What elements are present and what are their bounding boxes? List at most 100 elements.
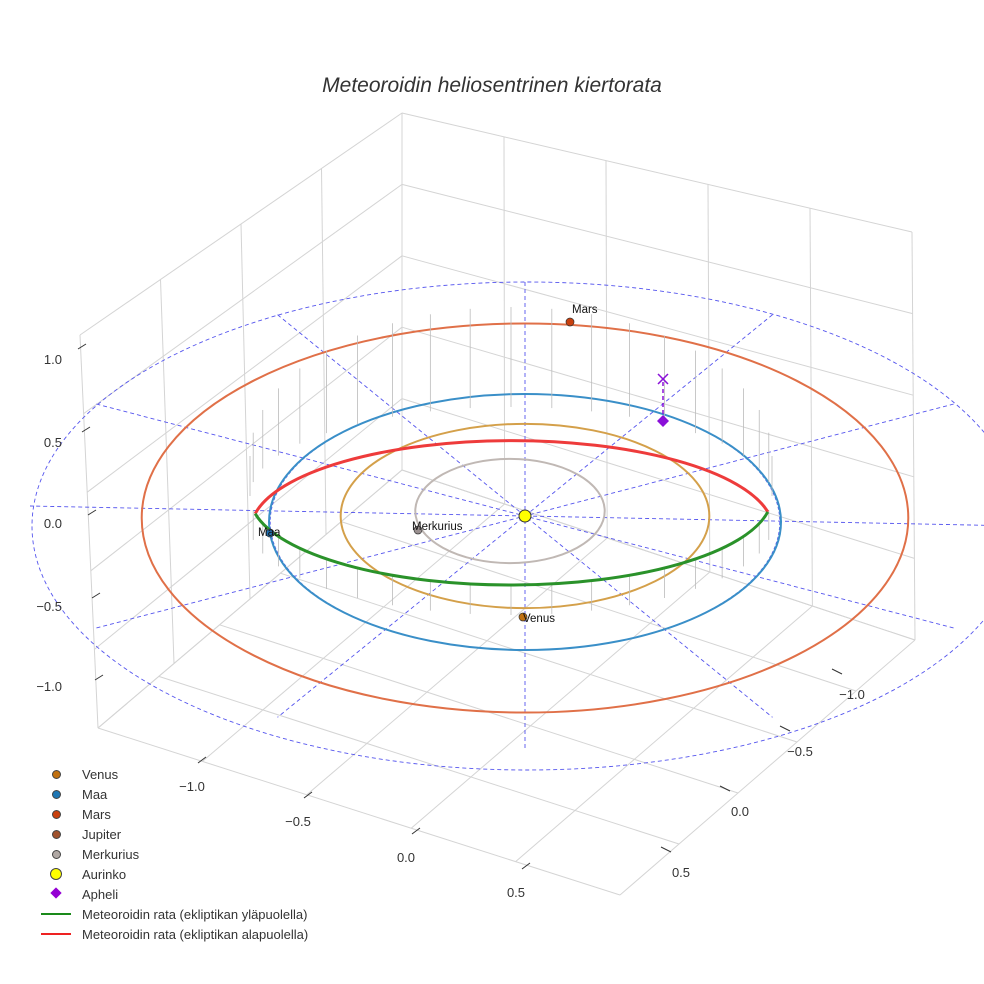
y-tick-label: −0.5 (787, 744, 813, 759)
floor-gridline (306, 537, 608, 796)
legend-label: Venus (82, 766, 119, 782)
floor-gridline (202, 503, 505, 762)
reference-radial-line (277, 314, 773, 718)
legend-diamond-icon (40, 884, 80, 904)
left-wall-gridline (79, 112, 403, 336)
floor-gridline (97, 727, 621, 896)
z-tick-label: 1.0 (44, 352, 62, 367)
apheli-marker (657, 415, 669, 427)
orbit-venus (339, 422, 711, 610)
floor-gridline (515, 605, 813, 862)
reference-radial-line (29, 505, 984, 526)
x-tick-mark (411, 827, 421, 835)
legend-dot-icon (40, 764, 80, 784)
legend-item[interactable]: Meteoroidin rata (ekliptikan alapuolella… (40, 924, 308, 944)
right-wall-gridline (401, 326, 914, 478)
z-tick-label: −1.0 (36, 679, 62, 694)
y-tick-label: −1.0 (839, 687, 865, 702)
right-wall-gridline (401, 255, 914, 396)
z-tick-mark (87, 509, 97, 516)
floor-gridline (619, 639, 916, 896)
sun-marker (518, 509, 532, 523)
legend-dot-icon (40, 784, 80, 804)
floor-gridline (341, 521, 857, 692)
right-wall-gridline (809, 208, 813, 607)
right-wall-gridline (605, 160, 608, 539)
left-wall-gridline (83, 183, 403, 415)
right-wall-gridline (401, 183, 913, 315)
y-tick-mark (831, 668, 843, 675)
planet-label: Mars (572, 304, 598, 316)
orbit-merkurius (414, 457, 606, 565)
legend-item[interactable]: Apheli (40, 884, 308, 904)
meteoroid-orbit-above (253, 511, 770, 587)
z-tick-label: −0.5 (36, 599, 62, 614)
z-tick-mark (94, 674, 104, 681)
floor-gridline (401, 469, 916, 641)
x-tick-label: −0.5 (285, 814, 311, 829)
legend-dot-icon (40, 844, 80, 864)
apheli-x-marker (657, 373, 669, 385)
orbit-maa (268, 393, 782, 651)
x-tick-mark (303, 791, 313, 799)
z-tick-mark (77, 343, 87, 350)
legend-label: Meteoroidin rata (ekliptikan yläpuolella… (82, 906, 308, 922)
z-tick-mark (81, 426, 91, 433)
planet-merkurius-marker (413, 525, 423, 535)
legend-dot-icon (40, 824, 80, 844)
floor-gridline (410, 571, 711, 829)
z-tick-label: 0.5 (44, 435, 62, 450)
y-tick-label: 0.0 (731, 804, 749, 819)
y-tick-mark (779, 725, 791, 732)
planet-label: Merkurius (412, 521, 463, 533)
left-wall-gridline (240, 223, 251, 600)
legend-item[interactable]: Venus (40, 764, 308, 784)
legend-item[interactable]: Maa (40, 784, 308, 804)
legend-item[interactable]: Jupiter (40, 824, 308, 844)
legend-item[interactable]: Mars (40, 804, 308, 824)
left-wall-gridline (160, 279, 175, 664)
y-tick-mark (660, 846, 672, 853)
left-wall-gridline (94, 398, 403, 650)
orbit-mars (140, 322, 910, 714)
legend-item[interactable]: Aurinko (40, 864, 308, 884)
left-wall-gridline (86, 255, 403, 493)
planet-maa-marker (265, 528, 275, 538)
legend-dot-icon (40, 804, 80, 824)
x-tick-mark (521, 862, 531, 870)
planet-label: Maa (258, 527, 281, 539)
reference-circle (31, 281, 984, 771)
legend-label: Apheli (82, 886, 119, 902)
legend-line-icon (40, 924, 80, 944)
planet-label: Venus (523, 613, 555, 625)
meteoroid-orbit-below (253, 439, 770, 515)
legend-item[interactable]: Meteoroidin rata (ekliptikan yläpuolella… (40, 904, 308, 924)
x-tick-mark (197, 756, 207, 764)
y-tick-mark (719, 785, 731, 792)
right-wall-gridline (503, 136, 506, 505)
floor-gridline (158, 675, 680, 845)
planet-venus-marker (518, 612, 528, 622)
drop-lines (249, 307, 773, 615)
y-tick-label: 0.5 (672, 865, 690, 880)
right-wall-gridline (401, 112, 913, 233)
legend-label: Aurinko (82, 866, 127, 882)
grid (79, 112, 916, 896)
legend-sun-icon (40, 864, 80, 884)
left-wall-gridline (90, 326, 403, 572)
planet-mars-marker (565, 317, 575, 327)
x-tick-label: −1.0 (179, 779, 205, 794)
x-tick-label: 0.5 (507, 885, 525, 900)
chart-title: Meteoroidin heliosentrinen kiertorata (322, 74, 662, 97)
legend-item[interactable]: Merkurius (40, 844, 308, 864)
legend-label: Meteoroidin rata (ekliptikan alapuolella… (82, 926, 309, 942)
x-tick-label: 0.0 (397, 850, 415, 865)
z-tick-label: 0.0 (44, 516, 62, 531)
right-wall-gridline (911, 231, 916, 641)
legend-label: Maa (82, 786, 108, 802)
legend-label: Mars (82, 806, 111, 822)
legend-label: Merkurius (82, 846, 140, 862)
floor-gridline (97, 469, 403, 729)
reference-radial-line (277, 314, 773, 718)
